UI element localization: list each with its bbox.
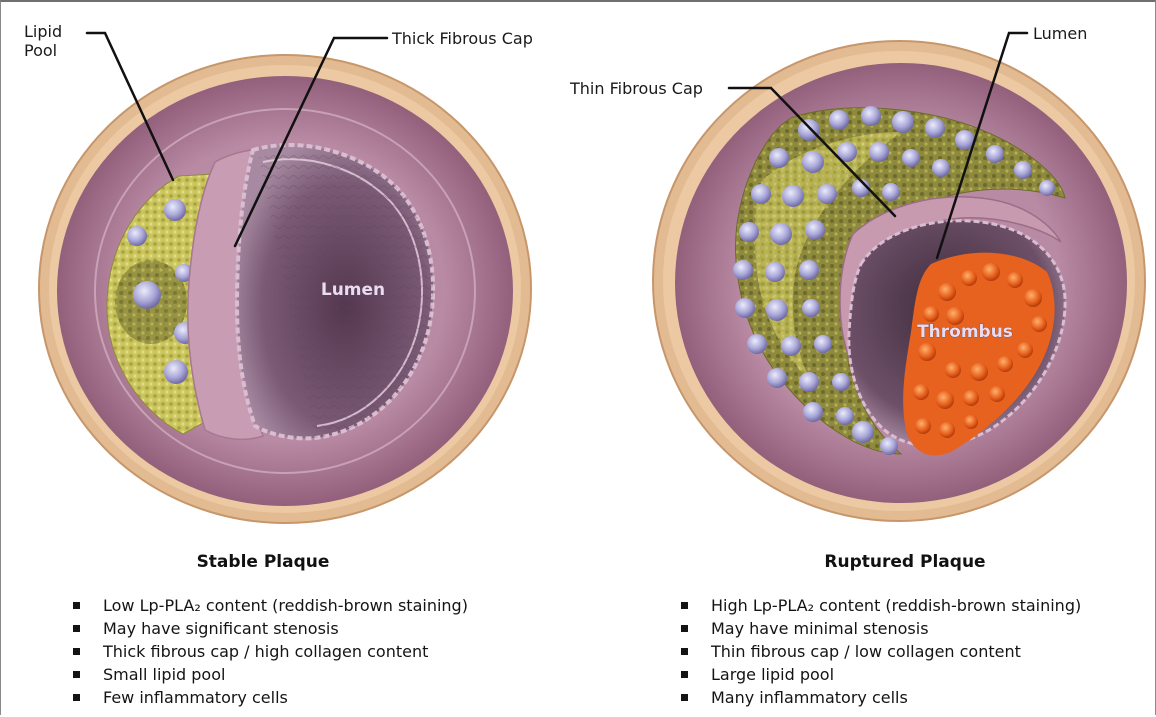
list-item: Small lipid pool (73, 663, 468, 686)
list-item-text: May have significant stenosis (103, 619, 339, 638)
list-item-text: High Lp-PLA₂ content (reddish-brown stai… (711, 596, 1081, 615)
bullet-marker (681, 648, 688, 655)
ruptured-plaque-bullets: High Lp-PLA₂ content (reddish-brown stai… (681, 594, 1081, 709)
foam-cell (127, 226, 147, 246)
bullet-marker (681, 602, 688, 609)
thick-fibrous-cap-callout: Thick Fibrous Cap (392, 29, 533, 48)
ruptured-artery: Thrombus (653, 41, 1145, 521)
lipid-pool-callout-line2: Pool (24, 41, 62, 60)
lumen-callout: Lumen (1033, 24, 1087, 43)
bullet-marker (73, 694, 80, 701)
list-item-text: Thick fibrous cap / high collagen conten… (103, 642, 428, 661)
list-item: Thick fibrous cap / high collagen conten… (73, 640, 468, 663)
lipid-pool-callout-line1: Lipid (24, 22, 62, 41)
bullet-marker (73, 671, 80, 678)
bullet-marker (681, 625, 688, 632)
foam-cell (133, 281, 161, 309)
list-item-text: Low Lp-PLA₂ content (reddish-brown stain… (103, 596, 468, 615)
thrombus-label: Thrombus (917, 322, 1013, 342)
bullet-marker (681, 671, 688, 678)
stable-plaque-heading: Stable Plaque (113, 552, 413, 572)
list-item-text: Many inflammatory cells (711, 688, 908, 707)
list-item-text: May have minimal stenosis (711, 619, 929, 638)
list-item: May have significant stenosis (73, 617, 468, 640)
list-item: Low Lp-PLA₂ content (reddish-brown stain… (73, 594, 468, 617)
list-item: Thin fibrous cap / low collagen content (681, 640, 1081, 663)
list-item: High Lp-PLA₂ content (reddish-brown stai… (681, 594, 1081, 617)
list-item-text: Large lipid pool (711, 665, 834, 684)
list-item-text: Few inflammatory cells (103, 688, 288, 707)
bullet-marker (681, 694, 688, 701)
list-item: Large lipid pool (681, 663, 1081, 686)
list-item-text: Thin fibrous cap / low collagen content (711, 642, 1021, 661)
list-item: Few inflammatory cells (73, 686, 468, 709)
stable-plaque-bullets: Low Lp-PLA₂ content (reddish-brown stain… (73, 594, 468, 709)
stable-artery: Lumen (39, 55, 531, 523)
lipid-pool-callout: Lipid Pool (24, 22, 62, 60)
stable-lumen-label: Lumen (321, 280, 385, 300)
bullet-marker (73, 625, 80, 632)
ruptured-plaque-heading: Ruptured Plaque (755, 552, 1055, 572)
foam-cell (164, 199, 186, 221)
list-item: May have minimal stenosis (681, 617, 1081, 640)
thin-fibrous-cap-callout: Thin Fibrous Cap (570, 79, 703, 98)
bullet-marker (73, 648, 80, 655)
bullet-marker (73, 602, 80, 609)
list-item-text: Small lipid pool (103, 665, 225, 684)
list-item: Many inflammatory cells (681, 686, 1081, 709)
foam-cell (164, 360, 188, 384)
